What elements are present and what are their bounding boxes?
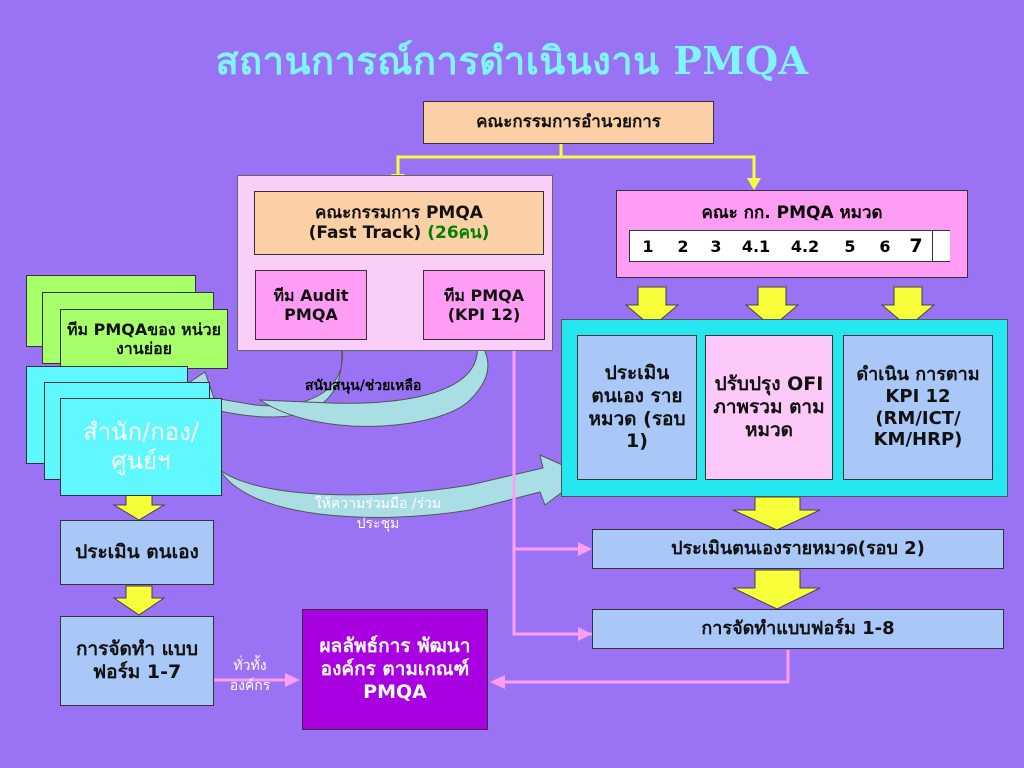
sub-team-label: ทีม PMQAของ หน่วยงานย่อย: [66, 319, 222, 358]
arrowhead: [490, 675, 505, 689]
arrowhead: [285, 673, 300, 687]
category-cell: 6: [870, 231, 901, 261]
self-assessment-left-label: ประเมิน ตนเอง: [75, 541, 199, 564]
self-assessment-round2-label: ประเมินตนเองรายหมวด(รอบ 2): [671, 538, 925, 560]
pmqa-team-label-2: (KPI 12): [447, 305, 521, 324]
forms-1-8-label: การจัดทำแบบฟอร์ม 1-8: [701, 618, 895, 640]
executive-committee-label: คณะกรรมการอำนวยการ: [476, 112, 661, 133]
arrowhead: [578, 627, 592, 641]
down-arrow: [744, 286, 800, 328]
kpi-followup: ดำเนิน การตาม KPI 12 (RM/ICT/ KM/HRP): [843, 335, 993, 480]
arrowhead: [747, 178, 761, 190]
connector-line: [396, 143, 563, 176]
office-box: สำนัก/กอง/ ศูนย์ฯ: [60, 398, 222, 496]
self-assessment-left: ประเมิน ตนเอง: [60, 520, 214, 585]
forms-1-8: การจัดทำแบบฟอร์ม 1-8: [592, 609, 1004, 649]
fast-track-committee: คณะกรรมการ PMQA (Fast Track) (26คน): [254, 191, 544, 255]
down-arrow: [624, 286, 680, 328]
down-arrow: [880, 286, 936, 328]
org-wide-label: ทั่วทั้ง องค์กร: [229, 658, 271, 694]
fast-track-count: (26คน): [421, 223, 490, 243]
category-cell: 3: [700, 231, 733, 261]
result-label: ผลลัพธ์การ พัฒนาองค์กร ตามเกณฑ์ PMQA: [319, 635, 471, 703]
category-cell: 5: [830, 231, 871, 261]
sub-team-box: ทีม PMQAของ หน่วยงานย่อย: [60, 309, 228, 369]
cooperate-label: ให้ความร่วมมือ /ร่วมประชุม: [314, 496, 442, 532]
self-assessment-round1: ประเมิน ตนเอง ราย หมวด (รอบ 1): [577, 335, 697, 480]
fast-track-label-c: (Fast Track): [308, 223, 422, 243]
fast-track-label-a: คณะกรรมการ: [315, 202, 426, 223]
audit-team-label-2: PMQA: [284, 305, 338, 324]
connector-line: [512, 340, 592, 636]
forms-1-7-label: การจัดทำ แบบฟอร์ม 1-7: [75, 638, 199, 683]
audit-team: ทีม Audit PMQA: [255, 270, 367, 340]
category-cell: 1: [630, 231, 667, 261]
forms-1-7: การจัดทำ แบบฟอร์ม 1-7: [60, 616, 214, 706]
down-arrow: [732, 569, 821, 610]
arrowhead: [578, 542, 592, 556]
fast-track-label-b: PMQA: [425, 202, 483, 223]
category-cell: 4.2: [780, 231, 831, 261]
kpi-followup-label: ดำเนิน การตาม KPI 12 (RM/ICT/ KM/HRP): [856, 364, 980, 451]
connector-line: [561, 155, 756, 180]
category-committee-label: คณะ กก. PMQA หมวด: [701, 203, 883, 223]
support-label: สนับสนุน/ช่วยเหลือ: [305, 378, 422, 394]
improve-ofi-label: ปรับปรุง OFI ภาพรวม ตาม หมวด: [713, 373, 825, 441]
executive-committee: คณะกรรมการอำนวยการ: [423, 101, 714, 144]
category-cell: 2: [666, 231, 701, 261]
down-arrow: [732, 496, 821, 531]
self-assessment-round1-label: ประเมิน ตนเอง ราย หมวด (รอบ 1): [588, 361, 686, 453]
curved-arrow-support-2: [258, 336, 489, 427]
result-box: ผลลัพธ์การ พัฒนาองค์กร ตามเกณฑ์ PMQA: [302, 609, 488, 730]
self-assessment-round2: ประเมินตนเองรายหมวด(รอบ 2): [592, 529, 1004, 569]
down-arrow: [112, 585, 166, 616]
connector-line: [505, 650, 790, 684]
pmqa-team: ทีม PMQA (KPI 12): [423, 270, 545, 340]
down-arrow: [112, 492, 166, 521]
category-cell: 4.1: [732, 231, 781, 261]
pmqa-team-label-1: ทีม PMQA: [443, 285, 525, 305]
page-title: สถานการณ์การดำเนินงาน PMQA: [215, 38, 809, 83]
improve-ofi: ปรับปรุง OFI ภาพรวม ตาม หมวด: [705, 335, 833, 480]
audit-team-label-1: ทีม Audit: [273, 285, 349, 305]
category-cell: 7: [900, 231, 933, 261]
office-label: สำนัก/กอง/ ศูนย์ฯ: [83, 418, 199, 475]
